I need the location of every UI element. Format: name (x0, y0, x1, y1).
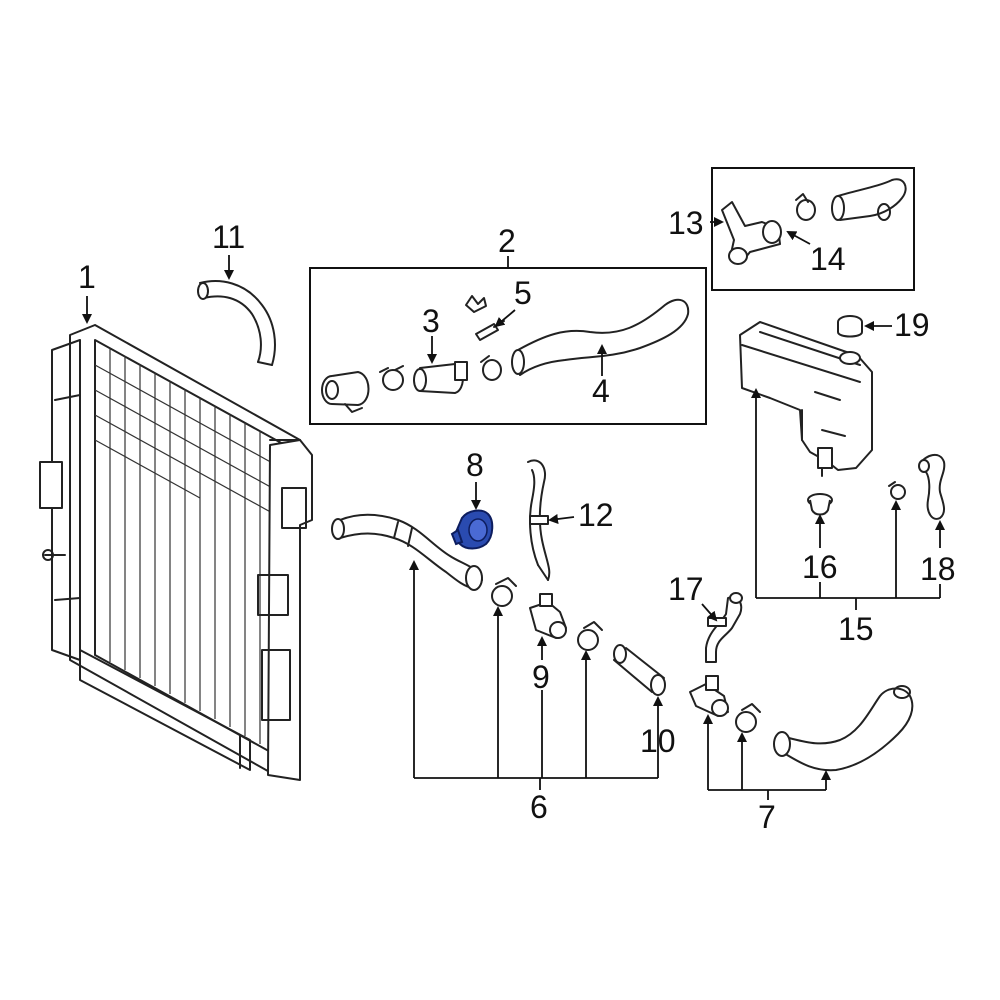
callout-12: 12 (578, 497, 614, 533)
connector-hose[interactable] (613, 644, 666, 696)
thermostat-housing[interactable] (721, 201, 782, 265)
hose-clamp-c[interactable] (491, 577, 517, 607)
callout-2: 2 (498, 223, 516, 259)
callout-6: 6 (530, 789, 548, 825)
radiator[interactable] (39, 324, 313, 781)
upper-bypass-hose[interactable] (197, 280, 276, 366)
bypass-hose[interactable] (705, 592, 743, 663)
clip[interactable] (465, 295, 487, 313)
hose-clamp-e[interactable] (735, 703, 761, 733)
thermostat-hose[interactable] (831, 178, 907, 221)
reservoir-grommet[interactable] (807, 493, 833, 516)
hose-clamp-b[interactable] (480, 355, 502, 381)
callout-15: 15 (838, 611, 874, 647)
callout-13: 13 (668, 205, 704, 241)
reservoir-cap[interactable] (837, 315, 863, 338)
callout-9: 9 (532, 659, 550, 695)
callout-4: 4 (592, 373, 610, 409)
callout-16: 16 (802, 549, 838, 585)
water-inlet-tee[interactable] (529, 593, 567, 639)
callout-19: 19 (894, 307, 930, 343)
coolant-reservoir[interactable] (739, 321, 873, 477)
water-outlet[interactable] (413, 361, 468, 394)
callout-18: 18 (920, 551, 956, 587)
leader-lines (82, 217, 945, 800)
water-inlet-cap[interactable] (450, 509, 494, 550)
radiator-hose-bypass[interactable] (773, 685, 914, 772)
radiator-hose-upper[interactable] (511, 298, 690, 376)
callout-labels: 1 2 3 4 5 6 7 8 9 10 11 12 13 14 15 16 1… (78, 205, 956, 835)
callout-8: 8 (466, 447, 484, 483)
thermostat-clamp[interactable] (795, 193, 816, 221)
callout-10: 10 (640, 723, 676, 759)
callout-5: 5 (514, 275, 532, 311)
water-outlet-housing[interactable] (321, 371, 370, 413)
reservoir-hose[interactable] (918, 453, 946, 520)
radiator-hose-lower[interactable] (331, 513, 483, 591)
hose-clamp-d[interactable] (577, 621, 603, 651)
reservoir-hose-clamp[interactable] (888, 481, 906, 500)
callout-1: 1 (78, 259, 96, 295)
callout-11: 11 (212, 219, 245, 255)
heater-hose[interactable] (527, 459, 551, 581)
callout-7: 7 (758, 799, 776, 835)
callout-3: 3 (422, 303, 440, 339)
water-outlet-tee[interactable] (689, 675, 729, 717)
thermostat-box (711, 167, 915, 291)
callout-14: 14 (810, 241, 846, 277)
hose-clamp-a[interactable] (379, 365, 404, 391)
callout-17: 17 (668, 571, 704, 607)
